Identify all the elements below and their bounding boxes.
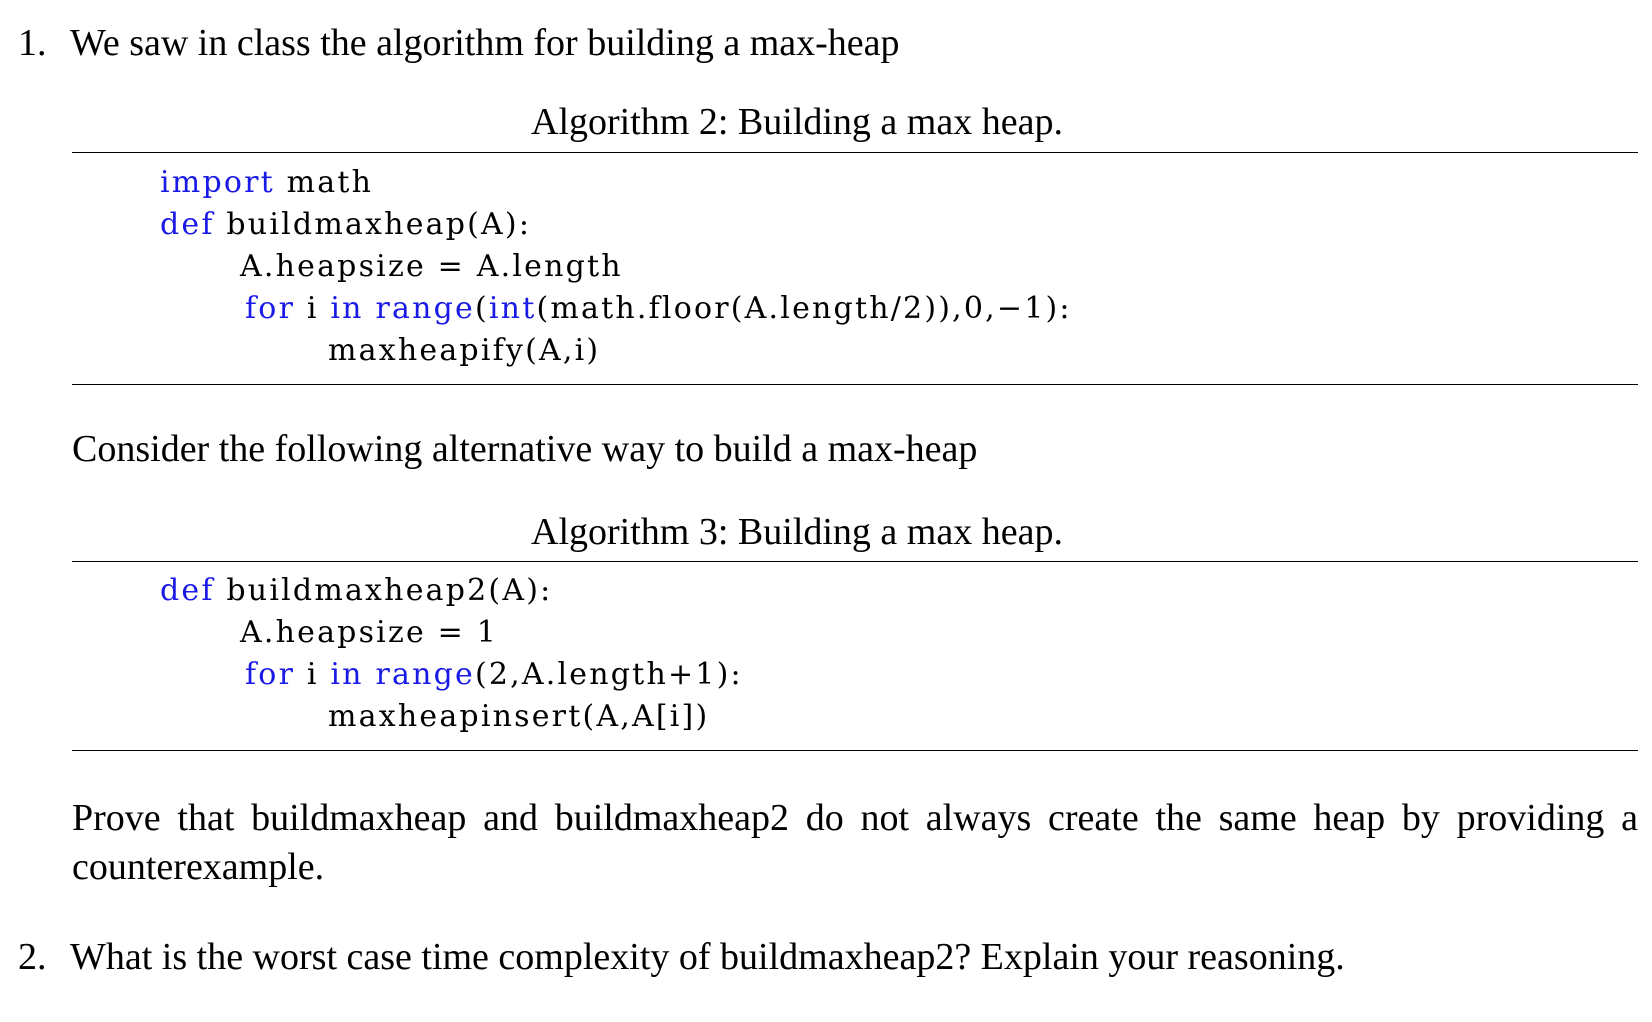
algorithm-3-title: Algorithm 3: Building a max heap. bbox=[531, 511, 1063, 553]
code-line: maxheapify(A,i) bbox=[328, 336, 600, 366]
algorithm-2-bottom-rule bbox=[72, 384, 1638, 385]
code-text: maxheapify(A,i) bbox=[328, 333, 601, 368]
algorithm-3-bottom-rule bbox=[72, 750, 1638, 751]
code-text: (math.floor(A.length/2)),0,−1): bbox=[536, 291, 1072, 326]
code-text: maxheapinsert(A,A[i]) bbox=[328, 699, 710, 734]
code-keyword: def bbox=[160, 207, 215, 242]
code-text: buildmaxheap(A): bbox=[214, 207, 532, 242]
code-keyword: in bbox=[330, 657, 364, 692]
code-keyword: in bbox=[330, 291, 364, 326]
code-keyword: import bbox=[160, 165, 275, 200]
algorithm-2-title: Algorithm 2: Building a max heap. bbox=[531, 101, 1063, 143]
code-line: for i in range(int(math.floor(A.length/2… bbox=[245, 294, 1072, 324]
algorithm-3-top-rule bbox=[72, 561, 1638, 562]
code-line: for i in range(2,A.length+1): bbox=[245, 660, 743, 690]
algorithm-2-top-rule bbox=[72, 152, 1638, 153]
code-line: A.heapsize = A.length bbox=[240, 252, 623, 282]
code-line: def buildmaxheap(A): bbox=[160, 210, 531, 240]
code-text: (2,A.length+1): bbox=[474, 657, 743, 692]
code-text: A.heapsize = 1 bbox=[240, 615, 499, 650]
question-2-text: What is the worst case time complexity o… bbox=[70, 936, 1345, 978]
code-text: A.heapsize = A.length bbox=[240, 249, 623, 284]
question-2-number: 2. bbox=[18, 936, 47, 978]
code-keyword: def bbox=[160, 573, 215, 608]
code-line: import math bbox=[160, 168, 373, 198]
code-line: maxheapinsert(A,A[i]) bbox=[328, 702, 709, 732]
code-text bbox=[364, 657, 376, 692]
question-1-intro: We saw in class the algorithm for buildi… bbox=[70, 22, 900, 64]
code-keyword: range bbox=[375, 657, 475, 692]
code-text: i bbox=[295, 291, 331, 326]
code-text bbox=[364, 291, 376, 326]
prove-paragraph: Prove that buildmaxheap and buildmaxheap… bbox=[72, 797, 1638, 888]
code-keyword: range bbox=[375, 291, 475, 326]
code-keyword: for bbox=[245, 657, 296, 692]
code-keyword: int bbox=[488, 291, 537, 326]
code-text: i bbox=[295, 657, 331, 692]
code-line: A.heapsize = 1 bbox=[240, 618, 498, 648]
code-line: def buildmaxheap2(A): bbox=[160, 576, 552, 606]
code-keyword: for bbox=[245, 291, 296, 326]
code-text: ( bbox=[474, 291, 489, 326]
question-1-number: 1. bbox=[18, 22, 47, 64]
code-text: buildmaxheap2(A): bbox=[214, 573, 553, 608]
consider-paragraph: Consider the following alternative way t… bbox=[72, 428, 978, 470]
code-text: math bbox=[274, 165, 374, 200]
